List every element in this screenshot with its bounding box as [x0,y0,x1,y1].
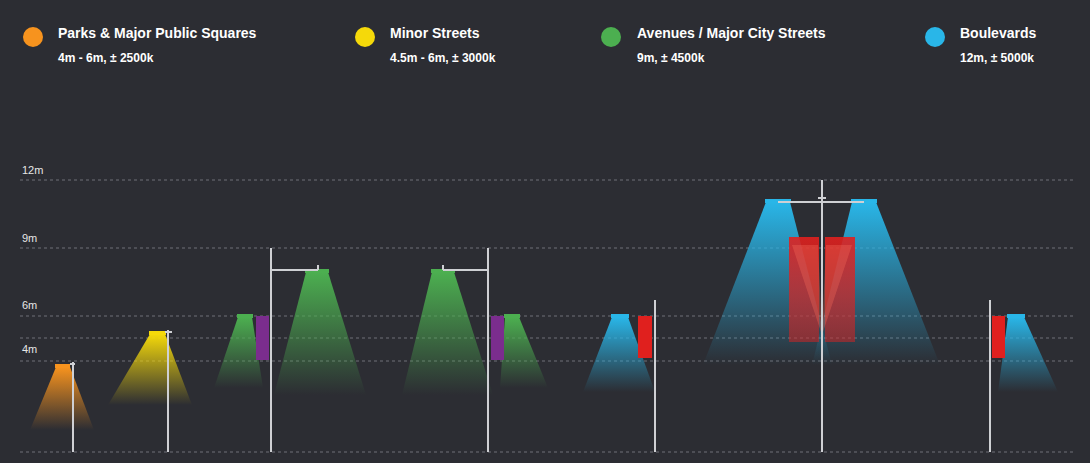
pole-arm [70,363,75,365]
legend-label: Boulevards [960,25,1036,41]
red-banner [638,316,652,358]
lamp-head [504,314,520,318]
light-cone [500,317,548,388]
light-cone [402,272,493,395]
height-label: 6m [22,299,37,311]
legend-swatch [23,27,43,47]
lamp-head [237,314,253,318]
legend-spec: 4m - 6m, ± 2500k [58,51,153,65]
legend-label: Avenues / Major City Streets [637,25,826,41]
legend-label: Parks & Major Public Squares [58,25,256,41]
legend-label: Minor Streets [390,25,479,41]
pole-arm [778,201,864,203]
light-cone [703,202,832,365]
pole-arm [317,265,319,270]
red-banner [992,316,1005,358]
pole [989,300,991,452]
pole-arm [271,269,318,271]
height-label: 4m [22,343,37,355]
light-cone [812,202,940,365]
pole-arm [443,269,488,271]
pole [270,248,272,452]
lamp-head [55,364,70,368]
gridline [20,248,1075,249]
ground-line [20,452,1075,453]
red-banner-glow [822,245,852,335]
pole-arm [165,331,172,333]
legend-spec: 12m, ± 5000k [960,51,1034,65]
height-label: 9m [22,232,37,244]
lamp-poles [70,180,990,452]
legend-swatch [601,27,621,47]
pole [487,248,489,452]
legend-swatch [925,27,945,47]
light-cone [214,317,263,388]
pole [72,362,74,452]
pole [821,180,823,452]
height-gridlines [20,180,1075,452]
red-banner-glow [792,245,822,335]
lamp-head [1007,314,1025,318]
legend-swatch [355,27,375,47]
height-label: 12m [22,164,43,176]
pole-arm [442,265,444,270]
gridline [20,180,1075,181]
lamp-head [149,331,166,335]
legend-spec: 9m, ± 4500k [637,51,704,65]
legend-spec: 4.5m - 6m, ± 3000k [390,51,495,65]
pole [167,330,169,452]
light-cone [108,334,192,405]
light-cone [30,367,94,430]
pole-arm [818,197,826,199]
pole [654,300,656,452]
light-cone [274,272,366,395]
light-cone [998,317,1058,392]
purple-banner [256,316,269,360]
lamp-head [611,314,629,318]
purple-banner [491,316,504,360]
light-cone [583,317,655,392]
